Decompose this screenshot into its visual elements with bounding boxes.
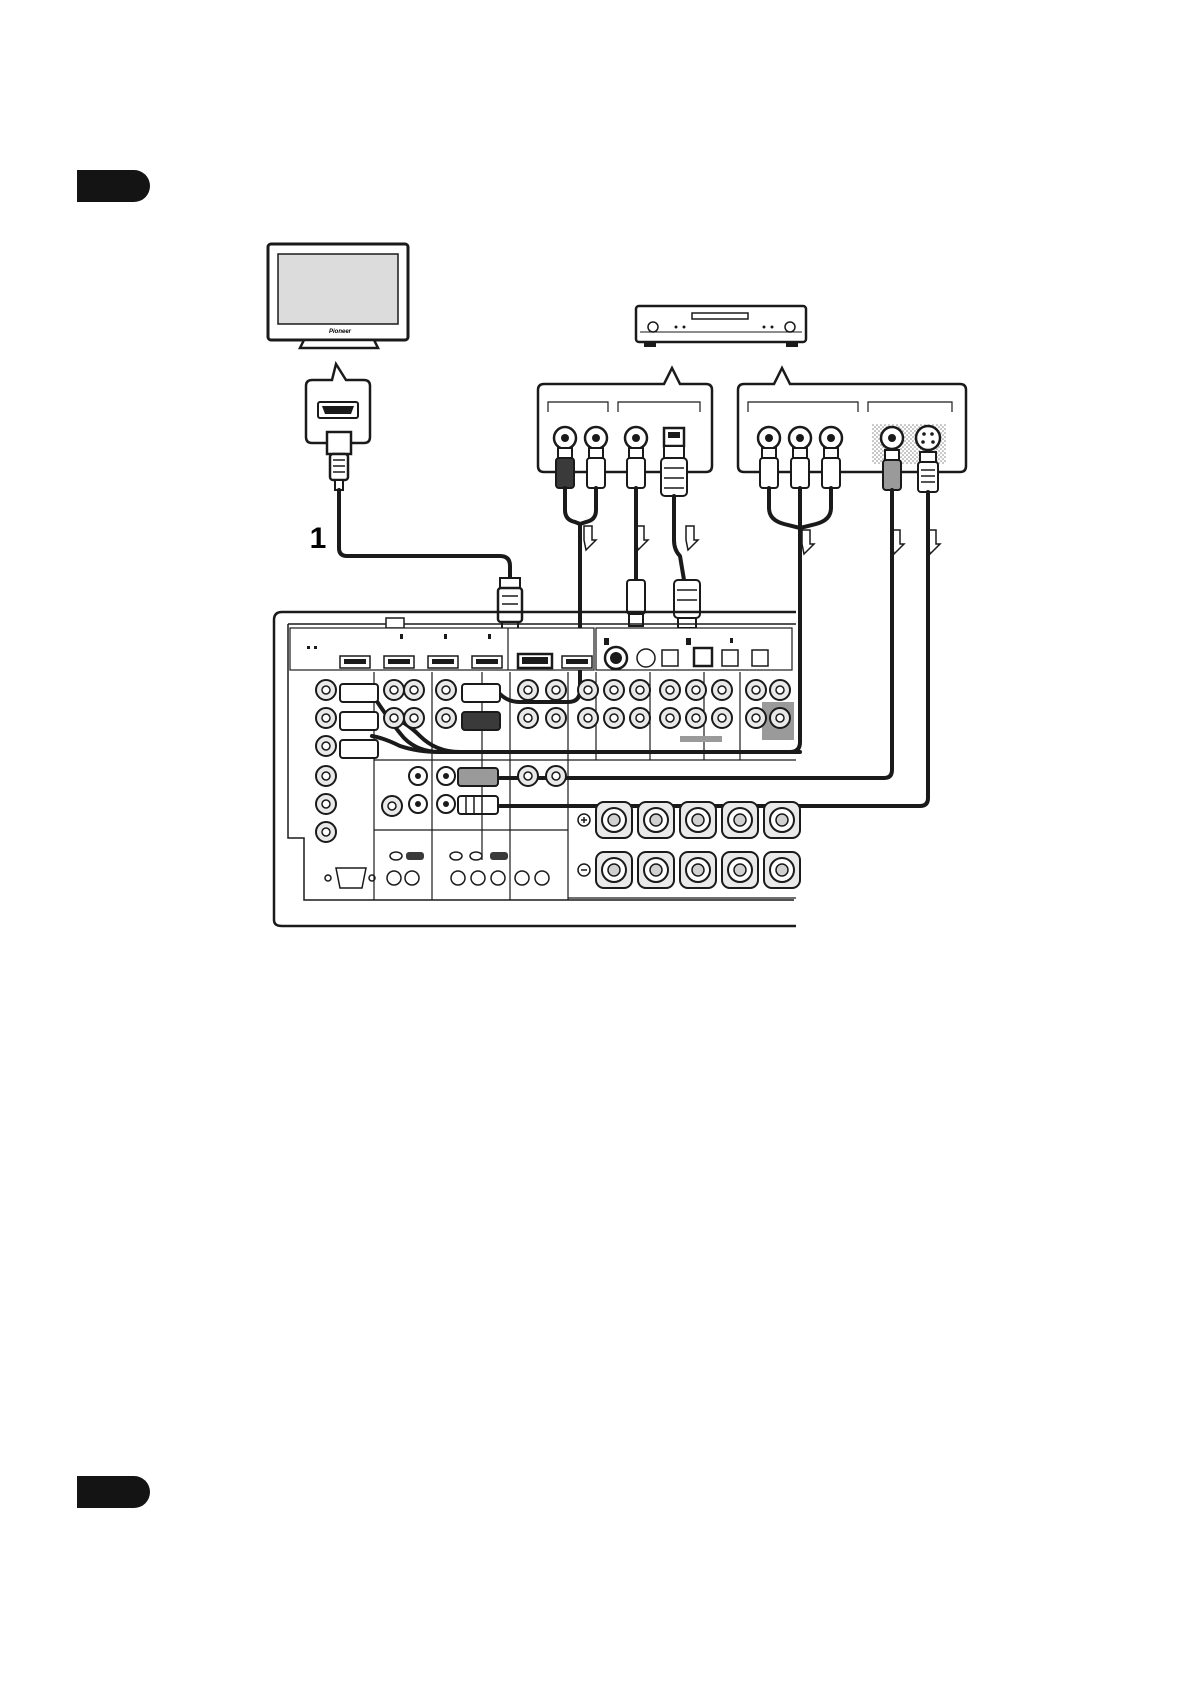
rs232-port bbox=[325, 868, 375, 888]
rca-jack bbox=[384, 680, 404, 700]
hdmi-plug-icon bbox=[327, 432, 351, 490]
speaker-terminal bbox=[596, 852, 632, 888]
rca-jack bbox=[316, 766, 336, 786]
receiver-rear-panel bbox=[274, 612, 800, 926]
rca-jack bbox=[686, 680, 706, 700]
rca-jack bbox=[660, 708, 680, 728]
speaker-terminal-grid bbox=[596, 802, 800, 888]
tv-logo: Pioneer bbox=[329, 329, 352, 335]
rca-jack bbox=[546, 680, 566, 700]
rca-jack bbox=[409, 767, 427, 785]
rca-jack bbox=[630, 680, 650, 700]
rca-jack bbox=[630, 708, 650, 728]
rca-jack bbox=[316, 708, 336, 728]
rca-jack bbox=[604, 708, 624, 728]
rca-jack bbox=[770, 680, 790, 700]
rca-jack bbox=[404, 708, 424, 728]
rca-jack bbox=[518, 766, 538, 786]
rca-jack bbox=[518, 708, 538, 728]
bd-player-icon bbox=[636, 306, 806, 347]
rca-jack bbox=[437, 767, 455, 785]
rca-jack bbox=[546, 708, 566, 728]
speaker-terminal bbox=[680, 802, 716, 838]
rca-jack bbox=[604, 680, 624, 700]
rca-jack bbox=[384, 708, 404, 728]
rca-jack bbox=[578, 680, 598, 700]
rca-jack bbox=[546, 766, 566, 786]
rca-jack bbox=[578, 708, 598, 728]
rca-jack bbox=[316, 794, 336, 814]
speaker-terminal bbox=[638, 802, 674, 838]
tv-icon: Pioneer bbox=[268, 244, 408, 348]
rca-jack bbox=[436, 680, 456, 700]
rca-jack bbox=[316, 680, 336, 700]
speaker-terminal bbox=[722, 852, 758, 888]
speaker-terminal bbox=[764, 852, 800, 888]
rca-jack bbox=[746, 708, 766, 728]
rca-jack bbox=[316, 822, 336, 842]
speaker-terminal bbox=[764, 802, 800, 838]
speaker-terminal bbox=[596, 802, 632, 838]
rca-jack bbox=[518, 680, 538, 700]
rca-jack bbox=[404, 680, 424, 700]
rca-jack bbox=[712, 680, 732, 700]
rca-jack bbox=[746, 680, 766, 700]
rca-jack bbox=[409, 795, 427, 813]
receiver-side-plugs bbox=[498, 578, 700, 634]
rca-jack bbox=[660, 680, 680, 700]
rca-jack bbox=[437, 795, 455, 813]
speaker-terminal bbox=[638, 852, 674, 888]
rca-jack bbox=[712, 708, 732, 728]
step-marker: 1 bbox=[310, 522, 327, 555]
rca-jack-grid bbox=[316, 680, 790, 842]
rca-jack bbox=[382, 796, 402, 816]
rca-jack bbox=[686, 708, 706, 728]
speaker-terminal bbox=[680, 852, 716, 888]
speaker-terminal bbox=[722, 802, 758, 838]
rca-jack bbox=[770, 708, 790, 728]
rca-jack bbox=[436, 708, 456, 728]
rca-jack bbox=[316, 736, 336, 756]
